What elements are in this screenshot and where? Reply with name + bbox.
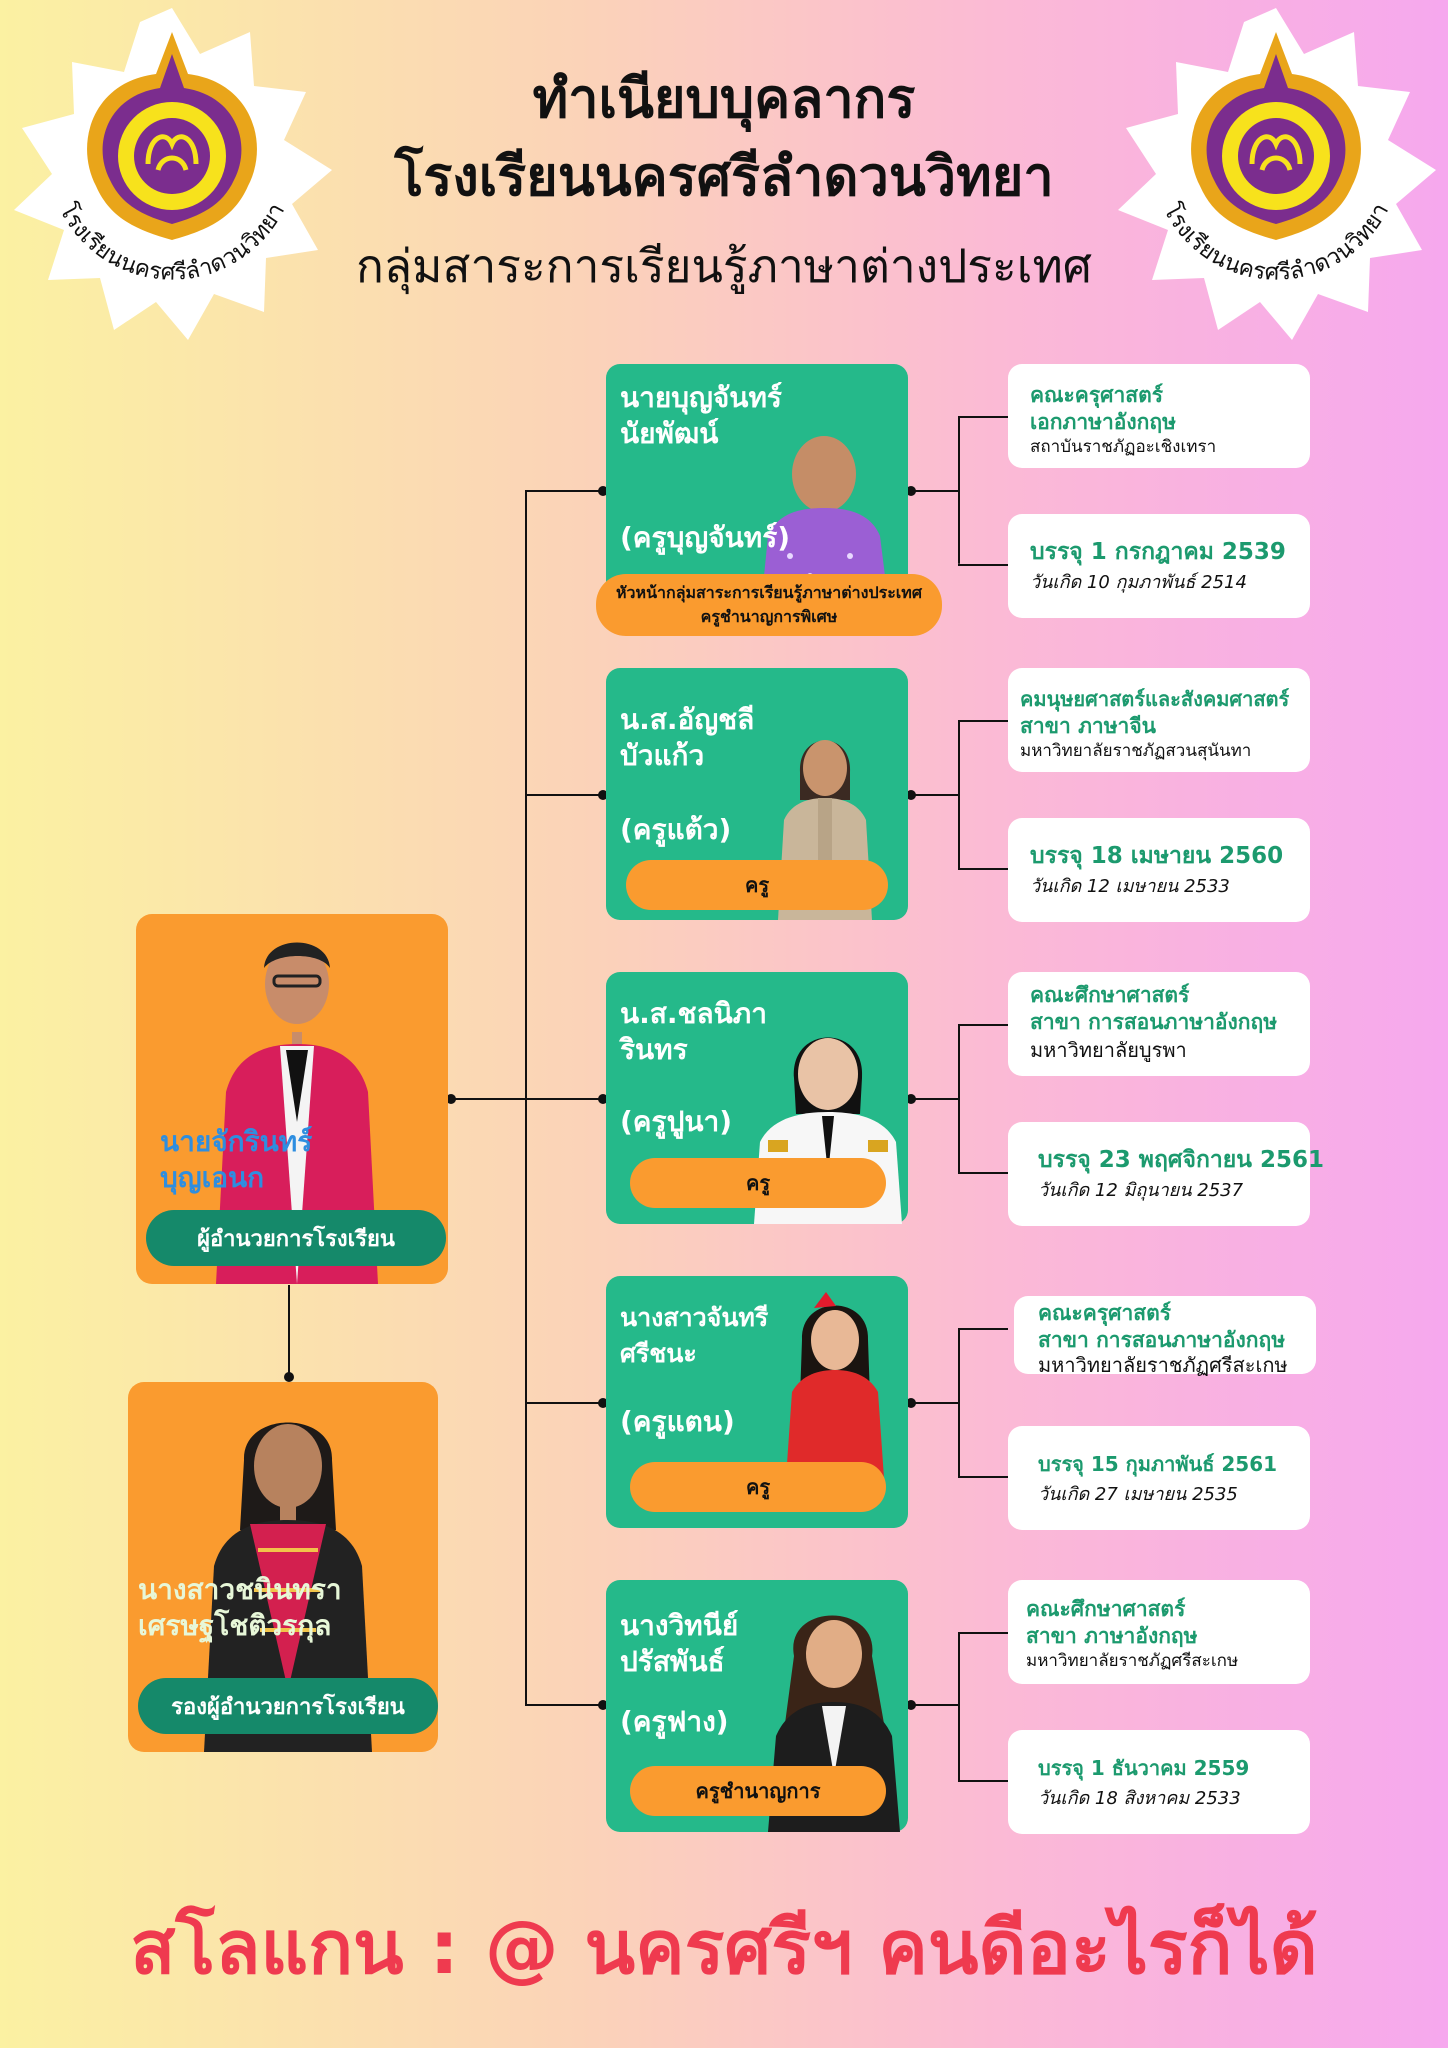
slogan: สโลแกน : @ นครศรีฯ คนดีอะไรก็ได้ (130, 1905, 1318, 1991)
teacher-card: น.ส.อัญชลี บัวแก้ว (ครูแต้ว) ครู (606, 668, 908, 920)
teacher-card: นางสาวจันทรี ศรีชนะ (ครูแตน) ครู (606, 1276, 908, 1528)
director-name-line2: บุญเอนก (160, 1161, 265, 1194)
teacher-role-badge: ครู (630, 1462, 886, 1512)
teacher-education-box: คมนุษยศาสตร์และสังคมศาสตร์ สาขา ภาษาจีน … (1008, 668, 1310, 772)
teacher-role-badge: ครูชำนาญการ (630, 1766, 886, 1816)
director-position-badge: ผู้อำนวยการโรงเรียน (146, 1210, 446, 1266)
teacher-nickname: (ครูฟาง) (620, 1705, 729, 1738)
teacher-role-badge: ครู (626, 860, 888, 910)
teacher-dates-box: บรรจุ 1 ธันวาคม 2559 วันเกิด 18 สิงหาคม … (1008, 1730, 1310, 1834)
teacher-nickname: (ครูแตน) (620, 1405, 735, 1438)
teacher-education-box: คณะครุศาสตร์ สาขา การสอนภาษาอังกฤษ มหาวิ… (1014, 1296, 1316, 1376)
deputy-position-badge: รองผู้อำนวยการโรงเรียน (138, 1678, 438, 1734)
teacher-dates-box: บรรจุ 18 เมษายน 2560 วันเกิด 12 เมษายน 2… (1008, 818, 1310, 922)
director-card: นายจักรินทร์ บุญเอนก ผู้อำนวยการโรงเรียน (136, 914, 448, 1284)
teacher-photo (780, 1288, 890, 1478)
teacher-education-box: คณะศึกษาศาสตร์ สาขา การสอนภาษาอังกฤษ มหา… (1008, 972, 1310, 1076)
teacher-card: น.ส.ชลนิภา รินทร (ครูปูนา) ครู (606, 972, 908, 1224)
teacher-education-box: คณะครุศาสตร์ เอกภาษาอังกฤษ สถาบันราชภัฏอ… (1008, 364, 1310, 468)
teacher-nickname: (ครูปูนา) (620, 1105, 732, 1138)
school-logo-left: โรงเรียนนครศรีลำดวนวิทยา (2, 4, 342, 344)
teacher-dates-box: บรรจุ 15 กุมภาพันธ์ 2561 วันเกิด 27 เมษา… (1008, 1426, 1310, 1530)
teacher-nickname: (ครูบุญจันทร์) (620, 521, 791, 554)
teacher-name: นายบุญจันทร์ นัยพัฒน์ (620, 381, 782, 450)
teacher-name: นางสาวจันทรี ศรีชนะ (620, 1303, 769, 1368)
teacher-card: นายบุญจันทร์ นัยพัฒน์ (ครูบุญจันทร์) หัว… (596, 364, 942, 636)
page-title-line2: โรงเรียนนครศรีลำดวนวิทยา (394, 145, 1054, 208)
deputy-name-line2: เศรษฐโชติวรกุล (138, 1609, 332, 1642)
deputy-card: นางสาวชนินทรา เศรษฐโชติวรกุล รองผู้อำนวย… (128, 1382, 438, 1752)
teacher-role-badge: หัวหน้ากลุ่มสาระการเรียนรู้ภาษาต่างประเท… (596, 574, 942, 636)
teacher-name: น.ส.อัญชลี บัวแก้ว (620, 703, 755, 772)
page-subtitle: กลุ่มสาระการเรียนรู้ภาษาต่างประเทศ (356, 239, 1092, 293)
teacher-education-box: คณะศึกษาศาสตร์ สาขา ภาษาอังกฤษ มหาวิทยาล… (1008, 1580, 1310, 1684)
teacher-name: นางวิทนีย์ ปรัสพันธ์ (620, 1609, 739, 1678)
deputy-name-line1: นางสาวชนินทรา (138, 1573, 342, 1606)
teacher-dates-box: บรรจุ 1 กรกฎาคม 2539 วันเกิด 10 กุมภาพัน… (1008, 514, 1310, 618)
teacher-dates-box: บรรจุ 23 พฤศจิกายน 2561 วันเกิด 12 มิถุน… (1008, 1122, 1324, 1226)
teacher-role-badge: ครู (630, 1158, 886, 1208)
teacher-name: น.ส.ชลนิภา รินทร (620, 997, 767, 1066)
teacher-nickname: (ครูแต้ว) (620, 813, 732, 846)
page-title-line1: ทำเนียบบุคลากร (532, 67, 916, 130)
director-name-line1: นายจักรินทร์ (160, 1125, 313, 1158)
school-logo-right: โรงเรียนนครศรีลำดวนวิทยา (1106, 4, 1446, 344)
teacher-card: นางวิทนีย์ ปรัสพันธ์ (ครูฟาง) ครูชำนาญกา… (606, 1580, 908, 1832)
